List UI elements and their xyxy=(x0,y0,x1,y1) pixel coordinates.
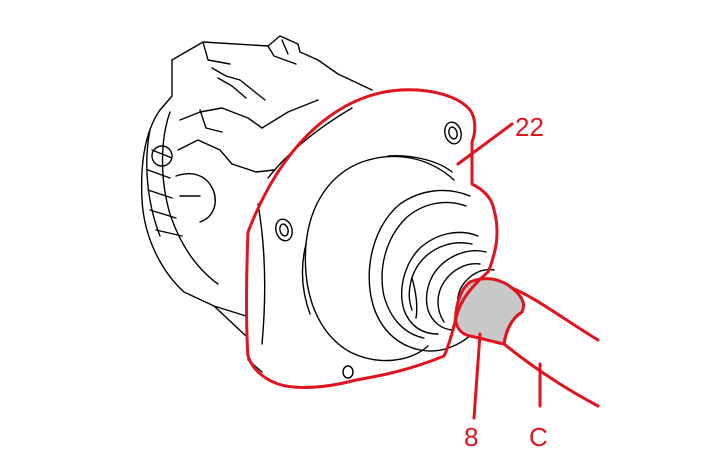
front-housing-outline xyxy=(245,88,499,389)
callout-label-c: C xyxy=(529,422,548,452)
alternator-housing xyxy=(140,35,373,373)
callout-label-8: 8 xyxy=(464,422,478,452)
front-housing xyxy=(257,107,495,379)
cable-c xyxy=(502,286,600,408)
callout-label-22: 22 xyxy=(515,112,544,142)
leader-line-8 xyxy=(472,332,482,420)
leader-line-22 xyxy=(456,122,514,166)
